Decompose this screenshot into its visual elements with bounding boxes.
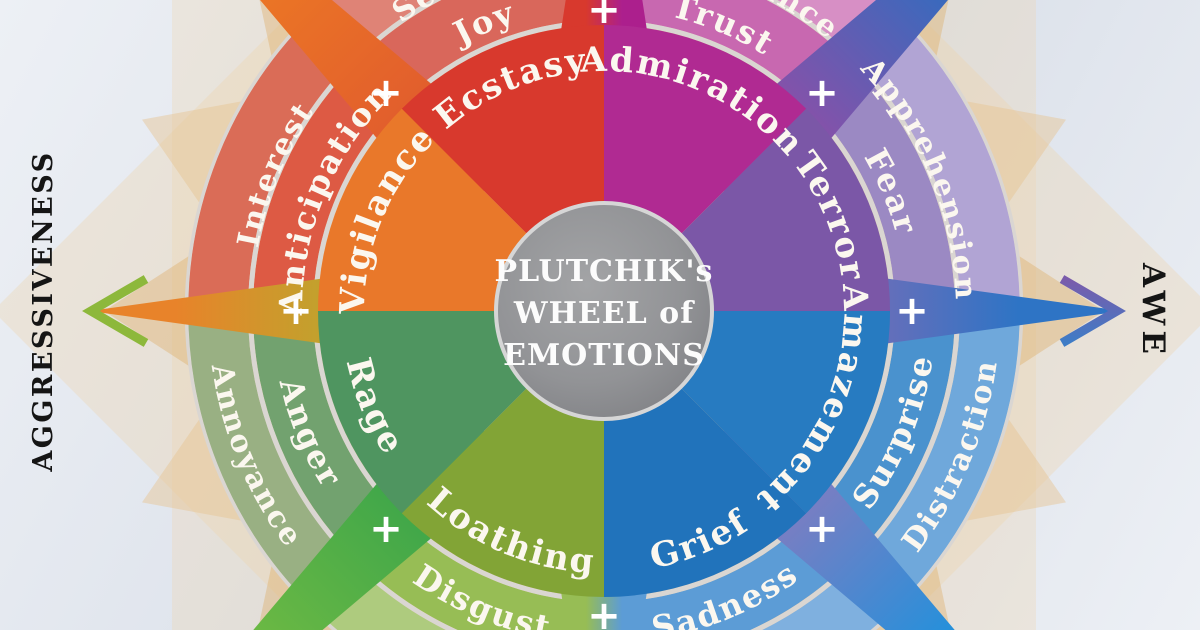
- plus-icon: +: [895, 288, 929, 334]
- band-interest: [187, 16, 353, 312]
- axis-label-awe: AWE: [1135, 262, 1171, 359]
- plus-icon: +: [587, 0, 621, 33]
- plus-signs: + + + + + + + +: [279, 0, 929, 630]
- band-anticipation: [253, 62, 399, 311]
- right-arrowhead-icon: [1059, 275, 1126, 347]
- band-apprehension: [855, 16, 1020, 312]
- center-hub: [494, 201, 714, 421]
- title-line-3: EMOTIONS: [503, 338, 705, 373]
- plus-icon: +: [369, 506, 403, 552]
- title-line-2: WHEEL of: [513, 296, 695, 331]
- band-distraction: [855, 311, 1021, 606]
- plus-icon: +: [805, 70, 839, 116]
- plus-icon: +: [279, 288, 313, 334]
- axis-label-aggressiveness: AGGRESSIVENESS: [28, 150, 59, 472]
- plus-icon: +: [805, 506, 839, 552]
- band-anger: [253, 311, 399, 560]
- left-arrowhead-icon: [82, 275, 149, 347]
- band-annoyance: [188, 311, 353, 606]
- plus-icon: +: [587, 593, 621, 630]
- wheel-title: PLUTCHIK's WHEEL of EMOTIONS: [495, 254, 714, 373]
- plus-icon: +: [369, 70, 403, 116]
- title-line-1: PLUTCHIK's: [495, 254, 714, 289]
- band-surprise: [809, 311, 955, 560]
- band-fear: [809, 62, 955, 311]
